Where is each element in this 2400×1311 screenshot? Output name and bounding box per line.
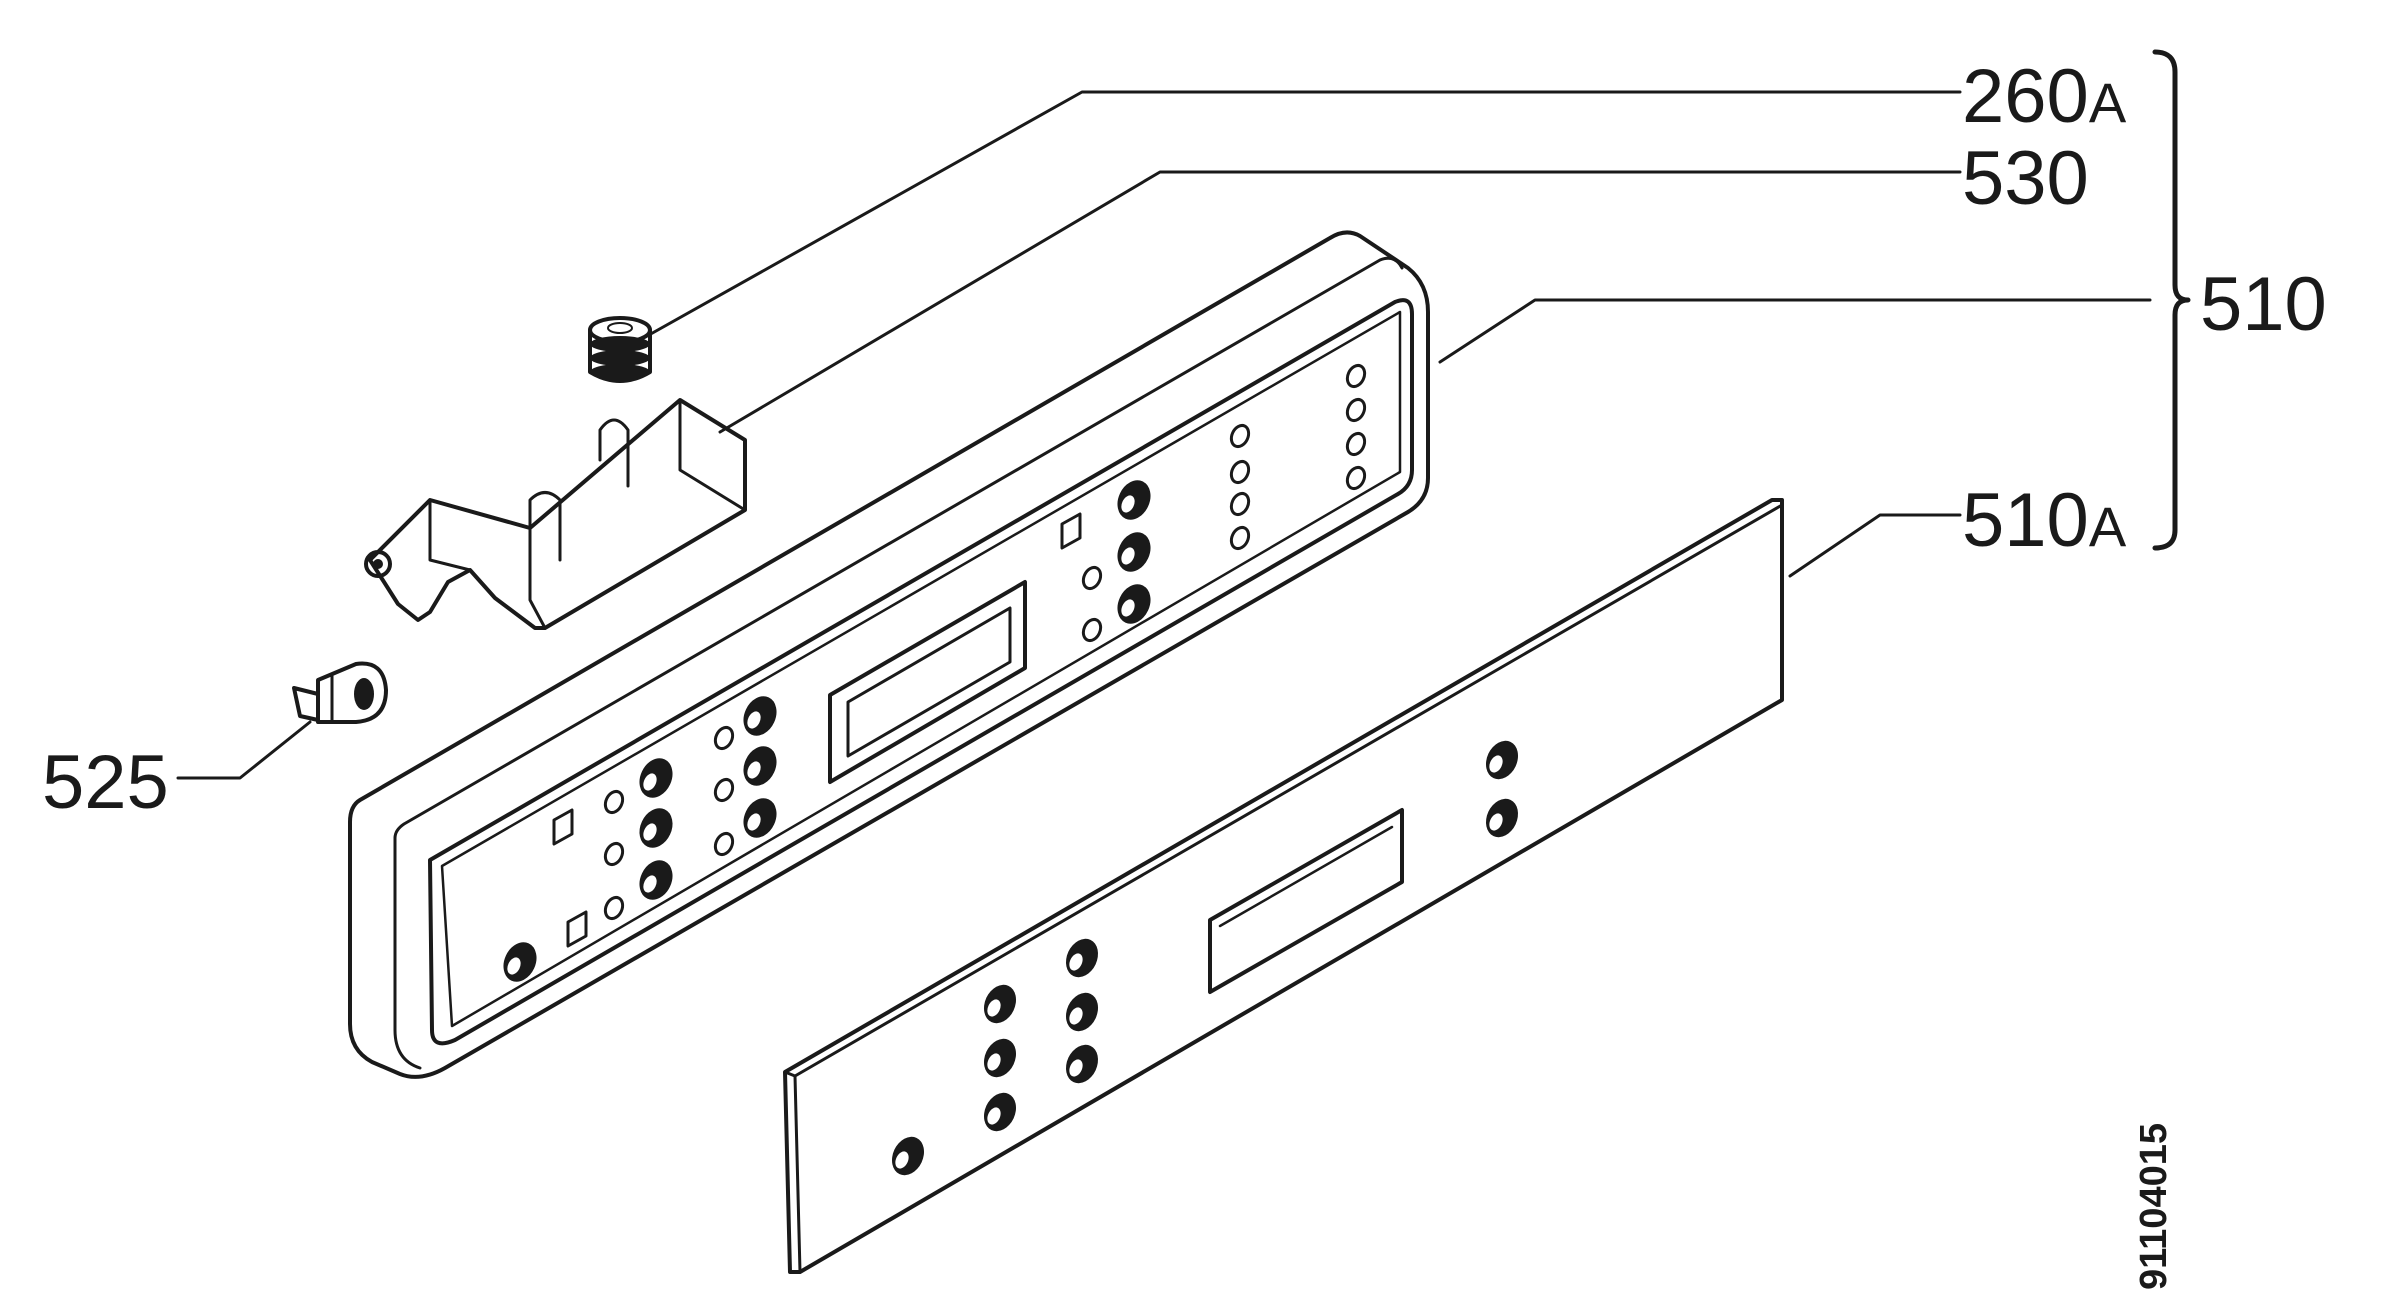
drawing-number: 91104015 (2133, 1123, 2175, 1290)
assembly-brace (2152, 49, 2191, 551)
callout-530: 530 (1962, 136, 2089, 221)
spring-part (588, 316, 652, 383)
leader-lines (176, 90, 2152, 780)
callout-510a: 510A (1962, 478, 2127, 563)
front-fascia-panel (783, 498, 1784, 1274)
callout-260a: 260A (1962, 54, 2127, 139)
callout-525: 525 (42, 740, 169, 825)
callout-510: 510 (2200, 262, 2327, 347)
indicator-lamp (292, 661, 388, 724)
control-panel-housing (348, 230, 1430, 1079)
mounting-bracket (364, 398, 747, 630)
